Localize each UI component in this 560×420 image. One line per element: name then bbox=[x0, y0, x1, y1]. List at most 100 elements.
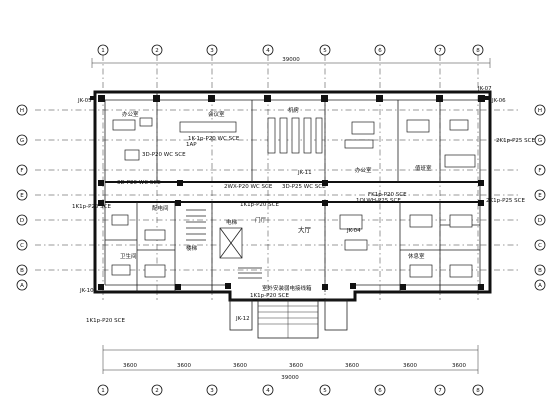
axis-bottom-5-circle bbox=[319, 384, 331, 396]
axis-bottom-3-circle bbox=[206, 384, 218, 396]
axis-right-6: B bbox=[538, 268, 542, 274]
cable-l1: 1K-1p-P20 WC SCE bbox=[188, 136, 240, 142]
axis-bottom-1: 1 bbox=[101, 388, 105, 394]
structural-columns bbox=[98, 95, 485, 290]
axis-top-6: 6 bbox=[378, 48, 382, 54]
axis-left-1: G bbox=[20, 138, 24, 144]
cable-l9: 2K1p-P25 SCE bbox=[486, 198, 525, 204]
axis-left-6-circle bbox=[16, 264, 28, 276]
room-r6: 大厅 bbox=[298, 225, 312, 234]
room-r12: 休息室 bbox=[408, 252, 425, 260]
room-r10: 值班室 bbox=[415, 164, 432, 172]
axis-left-7-circle bbox=[16, 279, 28, 291]
cable-l4: 2WX-P20 WC SCE bbox=[224, 184, 273, 190]
tag-jk11: JK-11 bbox=[297, 170, 312, 176]
span-2: 3600 bbox=[177, 363, 191, 369]
axis-left-1-circle bbox=[16, 134, 28, 146]
axis-right-4-circle bbox=[534, 214, 546, 226]
cable-l6: FK1p-P20 SCE bbox=[368, 192, 407, 198]
cable-l5: 3D-P25 WC SCE bbox=[282, 184, 326, 190]
axis-left-3-circle bbox=[16, 189, 28, 201]
top-total-dimension: 39000 bbox=[282, 57, 300, 63]
axis-bottom-5: 5 bbox=[323, 388, 327, 394]
cable-l2: 3D-P20 WC SCE bbox=[117, 180, 161, 186]
axis-left-4: D bbox=[20, 218, 24, 224]
axis-bottom-3: 3 bbox=[210, 388, 214, 394]
axis-right-2-circle bbox=[534, 164, 546, 176]
axis-right-4: D bbox=[538, 218, 542, 224]
room-r9: 办公室 bbox=[355, 166, 372, 174]
axis-right-5-circle bbox=[534, 239, 546, 251]
room-r4: 门厅 bbox=[255, 216, 267, 224]
axis-left-2-circle bbox=[16, 164, 28, 176]
building-walls bbox=[93, 90, 492, 302]
axis-right-7-circle bbox=[534, 279, 546, 291]
axis-top-6-circle bbox=[374, 44, 386, 56]
axis-left-5: C bbox=[20, 243, 24, 249]
span-6: 3600 bbox=[403, 363, 417, 369]
tag-jk07: JK-07 bbox=[477, 86, 492, 92]
axis-bottom-8: 8 bbox=[476, 388, 480, 394]
axis-right-0: H bbox=[538, 108, 542, 114]
axis-bottom-7-circle bbox=[434, 384, 446, 396]
room-r3: 会议室 bbox=[208, 110, 225, 118]
room-r1: 办公室 bbox=[122, 110, 139, 118]
room-r2: 机房 bbox=[288, 106, 300, 114]
axis-top-7: 7 bbox=[438, 48, 442, 54]
axis-bottom-1-circle bbox=[97, 384, 109, 396]
axis-bottom-2-circle bbox=[151, 384, 163, 396]
span-1: 3600 bbox=[123, 363, 137, 369]
axis-bottom-8-circle bbox=[472, 384, 484, 396]
axis-top-3: 3 bbox=[210, 48, 214, 54]
axis-top-8: 8 bbox=[476, 48, 480, 54]
axis-right-3-circle bbox=[534, 189, 546, 201]
axis-left-0-circle bbox=[16, 104, 28, 116]
room-labels: 办公室 机房 会议室 门厅 电梯 大厅 楼梯 卫生间 办公室 值班室 配电间 休… bbox=[120, 106, 432, 260]
axis-left-2: F bbox=[20, 168, 23, 174]
axis-bottom-2: 2 bbox=[155, 388, 159, 394]
axis-top-4: 4 bbox=[266, 48, 270, 54]
axis-top-5: 5 bbox=[323, 48, 327, 54]
axis-left-3: E bbox=[20, 193, 24, 199]
axis-top-5-circle bbox=[319, 44, 331, 56]
bottom-axis-bubbles: 1 2 3 4 5 6 7 8 bbox=[97, 384, 484, 396]
axis-right-1: G bbox=[538, 138, 542, 144]
tag-jk12: JK-12 bbox=[235, 316, 250, 322]
axis-top-8-circle bbox=[472, 44, 484, 56]
entrance-note-visible: 室外安装弱电接线箱 bbox=[262, 284, 312, 292]
axis-top-7-circle bbox=[434, 44, 446, 56]
span-4: 3600 bbox=[289, 363, 303, 369]
cable-l12: 1K1p-P20 SCE bbox=[86, 318, 125, 324]
bottom-total-dimension: 39000 bbox=[281, 375, 299, 381]
cable-labels: 1K-1p-P20 WC SCE 3D-P20 WC SCE 3D-P20 WC… bbox=[72, 136, 535, 324]
entrance-steps bbox=[229, 299, 348, 339]
cable-l10: 1K1p-P20 SCE bbox=[72, 204, 111, 210]
tag-1ap: 1AP bbox=[186, 142, 197, 148]
axis-bottom-4: 4 bbox=[266, 388, 270, 394]
distribution-box-tags: JK-05 JK-06 JK-07 JK-10 JK-11 JK-12 JK-0… bbox=[77, 86, 506, 322]
axis-right-0-circle bbox=[534, 104, 546, 116]
axis-right-5: C bbox=[538, 243, 542, 249]
tag-jk06: JK-06 bbox=[491, 98, 506, 104]
axis-top-2-circle bbox=[151, 44, 163, 56]
span-3: 3600 bbox=[233, 363, 247, 369]
axis-right-7: A bbox=[538, 283, 542, 289]
axis-bottom-7: 7 bbox=[438, 388, 442, 394]
axis-right-3: E bbox=[538, 193, 542, 199]
axis-top-2: 2 bbox=[155, 48, 159, 54]
axis-left-6: B bbox=[20, 268, 24, 274]
axis-top-3-circle bbox=[206, 44, 218, 56]
tag-jk04: JK-04 bbox=[346, 228, 361, 234]
cable-l13: 1K1p-P20 SCE bbox=[250, 293, 289, 299]
axis-bottom-6: 6 bbox=[378, 388, 382, 394]
axis-bottom-6-circle bbox=[374, 384, 386, 396]
room-r5: 电梯 bbox=[226, 218, 238, 226]
axis-right-1-circle bbox=[534, 134, 546, 146]
axis-left-5-circle bbox=[16, 239, 28, 251]
tag-jk05: JK-05 bbox=[77, 98, 92, 104]
room-r7: 楼梯 bbox=[186, 244, 198, 252]
